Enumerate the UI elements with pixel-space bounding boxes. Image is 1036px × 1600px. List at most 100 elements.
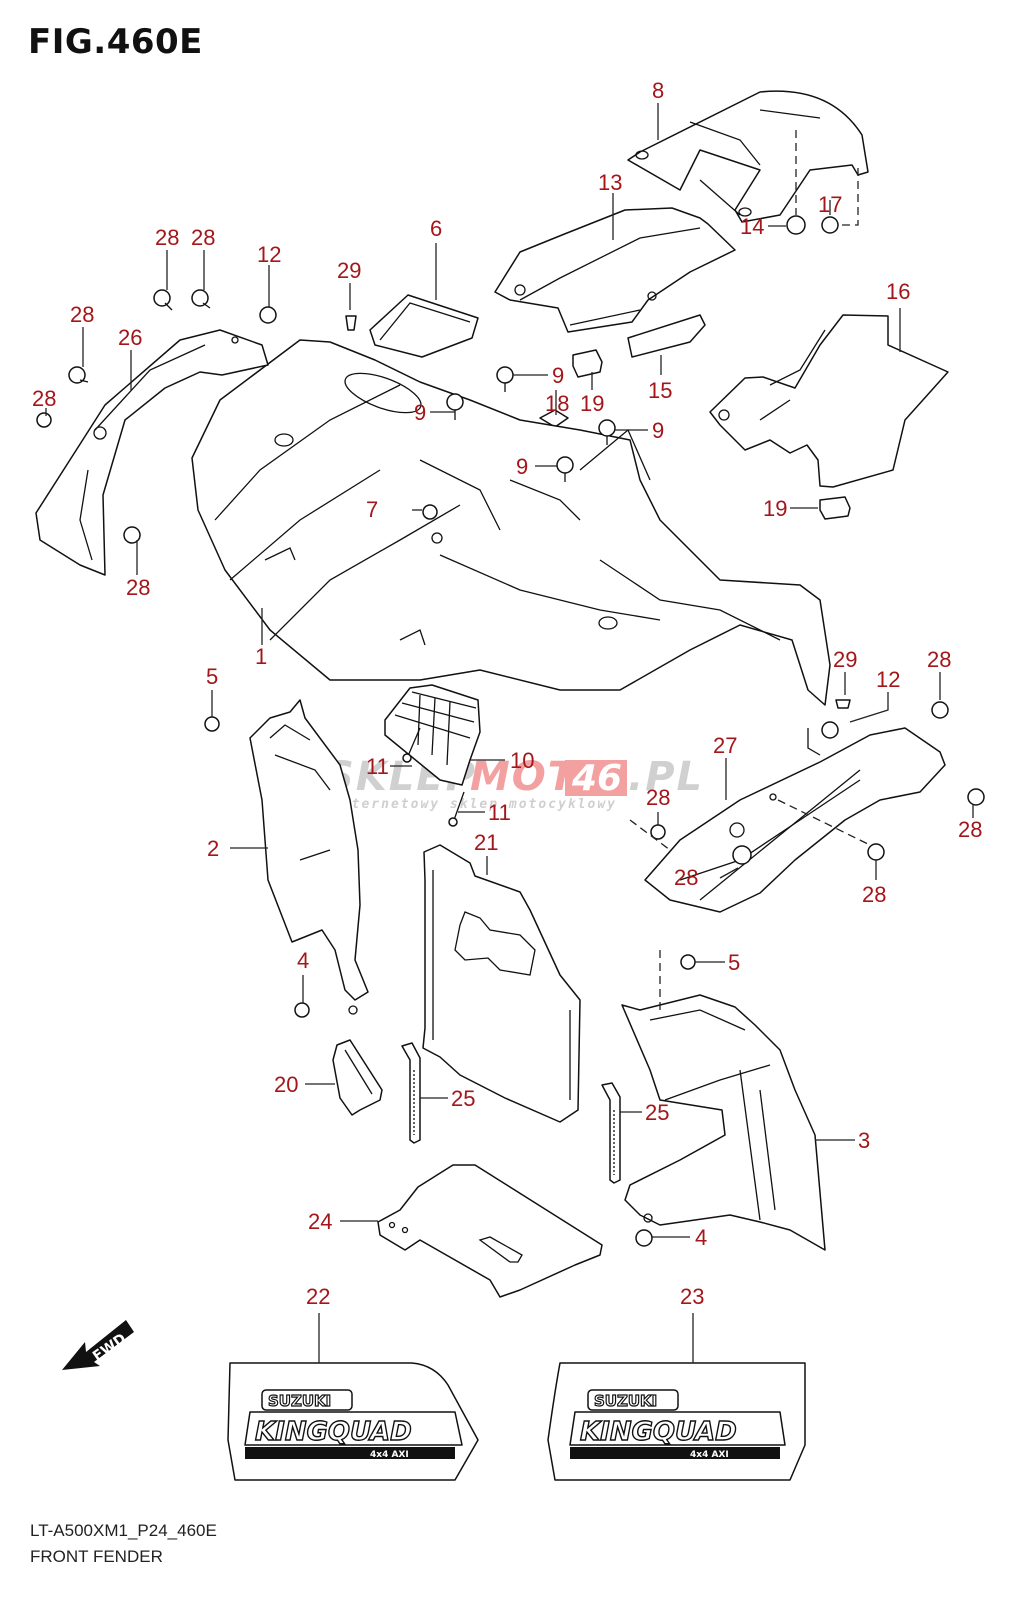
push-pin-icon[interactable] — [345, 315, 357, 331]
callout-28[interactable]: 28 — [155, 225, 179, 250]
callout-10[interactable]: 10 — [510, 748, 534, 773]
part-8-front-cover[interactable] — [627, 90, 869, 223]
callout-15[interactable]: 15 — [648, 378, 672, 403]
callout-17[interactable]: 17 — [818, 192, 842, 217]
callout-13[interactable]: 13 — [598, 170, 622, 195]
callout-6[interactable]: 6 — [430, 216, 442, 241]
watermark-brand-num: 46 — [571, 758, 622, 799]
clip-icon[interactable] — [68, 366, 89, 384]
callout-28[interactable]: 28 — [646, 785, 670, 810]
clip-icon[interactable] — [967, 788, 985, 806]
callout-1[interactable]: 1 — [255, 644, 267, 669]
section-name: FRONT FENDER — [30, 1547, 163, 1566]
push-pin-icon[interactable] — [835, 699, 851, 709]
callout-12[interactable]: 12 — [257, 242, 281, 267]
clip-icon[interactable] — [191, 289, 211, 309]
part-20-bracket[interactable] — [332, 1039, 383, 1116]
callout-12[interactable]: 12 — [876, 667, 900, 692]
clip-icon[interactable] — [821, 721, 839, 739]
bolt-icon[interactable] — [556, 456, 574, 482]
part-24-skid-plate[interactable] — [377, 1164, 603, 1298]
part-2-left-inner-fender[interactable] — [249, 699, 369, 1015]
bolt-icon[interactable] — [598, 419, 616, 445]
callout-9[interactable]: 9 — [652, 418, 664, 443]
callout-4[interactable]: 4 — [297, 948, 309, 973]
callout-14[interactable]: 14 — [740, 214, 764, 239]
callout-20[interactable]: 20 — [274, 1072, 298, 1097]
clip-icon[interactable] — [635, 1229, 653, 1247]
callout-28[interactable]: 28 — [191, 225, 215, 250]
part-22-decal-left[interactable]: SUZUKI KINGQUAD 4x4 AXI — [227, 1362, 479, 1481]
clip-icon[interactable] — [204, 716, 220, 732]
clip-icon[interactable] — [259, 306, 277, 324]
part-3-right-inner-fender[interactable] — [621, 994, 826, 1251]
callout-9[interactable]: 9 — [516, 454, 528, 479]
callout-28[interactable]: 28 — [674, 865, 698, 890]
callout-26[interactable]: 26 — [118, 325, 142, 350]
part-19-cushion-lower[interactable] — [819, 496, 851, 520]
grommet-icon[interactable] — [422, 504, 443, 544]
screw-icon[interactable] — [448, 791, 465, 827]
callout-3[interactable]: 3 — [858, 1128, 870, 1153]
callout-5[interactable]: 5 — [206, 664, 218, 689]
callout-19[interactable]: 19 — [763, 496, 787, 521]
part-27-right-mudguard[interactable] — [644, 727, 946, 913]
part-1-front-fender[interactable] — [191, 339, 831, 706]
part-18-pad[interactable] — [539, 409, 569, 428]
callout-24[interactable]: 24 — [308, 1209, 332, 1234]
clip-icon[interactable] — [931, 701, 949, 719]
part-19-cushion-upper[interactable] — [572, 349, 603, 378]
callout-11[interactable]: 11 — [366, 754, 389, 779]
part-6-cap[interactable] — [369, 294, 479, 358]
clip-icon[interactable] — [680, 954, 696, 970]
callout-9[interactable]: 9 — [552, 363, 564, 388]
callout-28[interactable]: 28 — [958, 817, 982, 842]
callout-21[interactable]: 21 — [474, 830, 498, 855]
watermark-tagline: internetowy sklep motocyklowy — [332, 797, 617, 812]
callout-9[interactable]: 9 — [414, 400, 426, 425]
callout-7[interactable]: 7 — [366, 497, 378, 522]
part-21-heat-shield[interactable] — [422, 844, 581, 1123]
callout-29[interactable]: 29 — [833, 647, 857, 672]
part-23-decal-right[interactable]: SUZUKI KINGQUAD 4x4 AXI — [547, 1362, 806, 1481]
part-26-left-mudguard[interactable] — [35, 329, 269, 576]
callout-28[interactable]: 28 — [862, 882, 886, 907]
clip-icon[interactable] — [786, 215, 806, 235]
callout-28[interactable]: 28 — [70, 302, 94, 327]
watermark-brand-suffix: .PL — [628, 754, 704, 800]
callout-28[interactable]: 28 — [927, 647, 951, 672]
screw-icon[interactable] — [402, 727, 421, 763]
part-10-grille[interactable] — [384, 684, 481, 786]
clip-icon[interactable] — [123, 526, 141, 544]
callout-27[interactable]: 27 — [713, 733, 737, 758]
clip-icon[interactable] — [732, 845, 752, 865]
callout-11[interactable]: 11 — [488, 800, 511, 825]
clip-icon[interactable] — [36, 412, 52, 428]
callout-29[interactable]: 29 — [337, 258, 361, 283]
callout-25[interactable]: 25 — [451, 1086, 475, 1111]
callout-28[interactable]: 28 — [32, 386, 56, 411]
callout-18[interactable]: 18 — [545, 391, 569, 416]
callout-19[interactable]: 19 — [580, 391, 604, 416]
callout-25[interactable]: 25 — [645, 1100, 669, 1125]
callout-4[interactable]: 4 — [695, 1225, 707, 1250]
callout-16[interactable]: 16 — [886, 279, 910, 304]
callout-8[interactable]: 8 — [652, 78, 664, 103]
callout-23[interactable]: 23 — [680, 1284, 704, 1309]
callout-5[interactable]: 5 — [728, 950, 740, 975]
clip-icon[interactable] — [153, 289, 173, 311]
callout-22[interactable]: 22 — [306, 1284, 330, 1309]
callout-28[interactable]: 28 — [126, 575, 150, 600]
part-25-cable-tie-right[interactable] — [601, 1082, 621, 1184]
part-13-bracket[interactable] — [494, 207, 736, 333]
decal-left-stripe — [245, 1447, 455, 1459]
part-16-side-plate[interactable] — [709, 314, 949, 488]
clip-icon[interactable] — [821, 216, 839, 234]
bolt-icon[interactable] — [496, 366, 514, 392]
part-15-sponge[interactable] — [627, 314, 706, 358]
clip-icon[interactable] — [867, 843, 885, 861]
clip-icon[interactable] — [294, 1002, 310, 1018]
part-25-cable-tie-left[interactable] — [401, 1042, 421, 1144]
callout-2[interactable]: 2 — [207, 836, 219, 861]
